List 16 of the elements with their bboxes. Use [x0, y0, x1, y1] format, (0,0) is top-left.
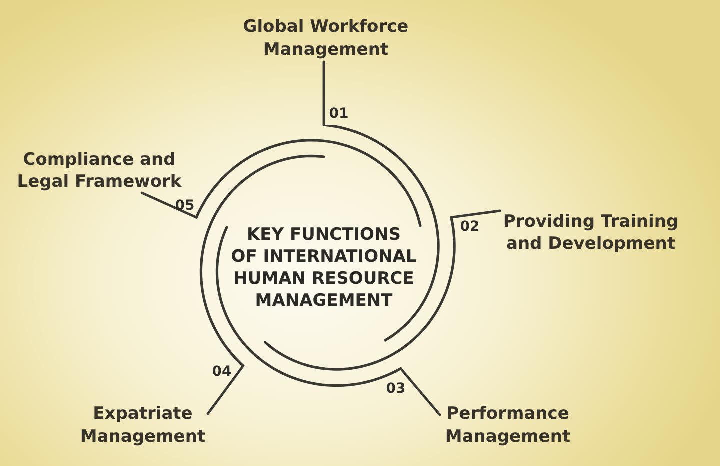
step-number: 02: [460, 219, 480, 235]
step-number: 05: [175, 198, 195, 214]
step-number: 03: [386, 381, 406, 397]
leader-line: [400, 368, 442, 416]
leader-line: [450, 210, 502, 219]
function-label: Performance Management: [440, 403, 576, 449]
step-number: 01: [329, 106, 349, 122]
step-number: 04: [212, 364, 232, 380]
function-label: Providing Training and Development: [496, 211, 686, 255]
hub-title: KEY FUNCTIONS OF INTERNATIONAL HUMAN RESOURCE MANAGEMENT: [230, 224, 418, 312]
leader-line: [206, 364, 245, 416]
function-label: Compliance and Legal Framework: [12, 149, 187, 193]
function-label: Expatriate Management: [78, 403, 208, 449]
leader-line: [322, 60, 326, 126]
function-label: Global Workforce Management: [231, 16, 421, 62]
leader-line: [140, 192, 198, 219]
